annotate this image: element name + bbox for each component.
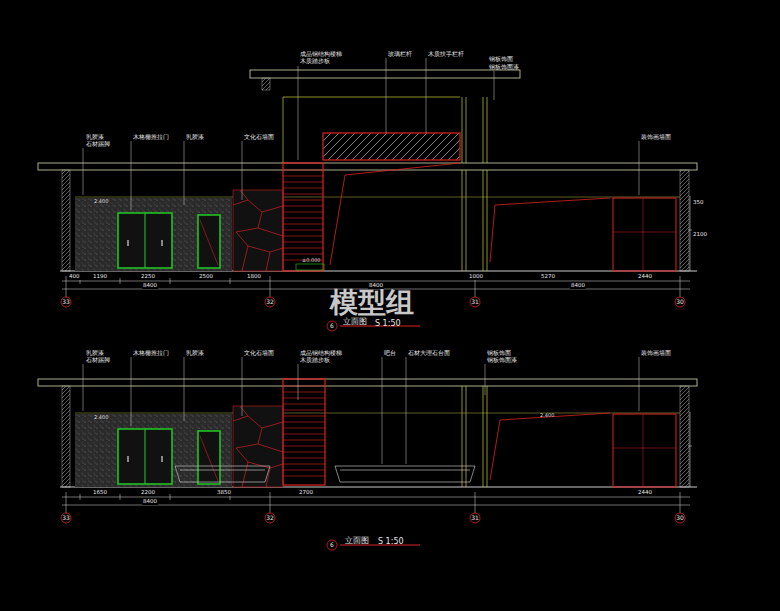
axis-number: 6	[330, 542, 334, 548]
note-label: 钢板饰面	[489, 56, 513, 62]
note-label: 乳胶漆	[86, 350, 104, 356]
dimension-text: 1800	[246, 274, 262, 280]
note-label: 石材大理石台面	[408, 350, 450, 356]
dimension-text: 8400	[570, 283, 586, 289]
note-label: 装饰画墙面	[641, 350, 671, 356]
dimension-text: 8400	[368, 283, 384, 289]
note-label: 木质扶手栏杆	[428, 51, 464, 57]
dimension-text: 8400	[142, 283, 158, 289]
note-label: 成品钢结构楼梯	[300, 350, 342, 356]
axis-number: 32	[266, 299, 274, 305]
dimension-text: 2440	[637, 274, 653, 280]
note-label: 木质踏步板	[300, 58, 330, 64]
dimension-text: 1190	[92, 274, 108, 280]
caption-text: 立面图	[343, 318, 367, 326]
axis-number: 33	[62, 515, 70, 521]
note-label: 乳胶漆	[186, 350, 204, 356]
note-label: 乳胶漆	[186, 134, 204, 140]
dimension-text: 2440	[637, 490, 653, 496]
note-label: 钢板饰面	[487, 350, 511, 356]
caption-text: S 1:50	[375, 320, 401, 328]
axis-number: 33	[62, 299, 70, 305]
dimension-text: 1000	[468, 274, 484, 280]
note-label: 木质踏步板	[300, 357, 330, 363]
dimension-text: 3850	[216, 490, 232, 496]
level-mark: 2.400	[94, 415, 108, 420]
note-label: 乳胶漆	[86, 134, 104, 140]
note-label: 钢板饰面漆	[487, 357, 517, 363]
dimension-text: 2250	[140, 274, 156, 280]
dimension-text: 1650	[92, 490, 108, 496]
note-label: 钢板饰面漆	[489, 64, 519, 70]
note-label: 玻璃栏杆	[388, 51, 412, 57]
level-mark: ±0.000	[302, 258, 321, 263]
axis-number: 30	[676, 515, 684, 521]
axis-number: 6	[330, 323, 334, 329]
axis-number: 31	[471, 299, 479, 305]
dimension-text: 400	[68, 274, 81, 280]
note-label: 吧台	[384, 350, 396, 356]
dimension-text: 5270	[540, 274, 556, 280]
caption-text: S 1:50	[378, 538, 404, 546]
dimension-text: 2100	[692, 232, 708, 238]
dimension-text: 2200	[140, 490, 156, 496]
dimension-text: 350	[692, 200, 705, 206]
level-mark: 2.400	[94, 199, 108, 204]
axis-number: 31	[471, 515, 479, 521]
note-label: 木格栅推拉门	[133, 134, 169, 140]
axis-number: 32	[266, 515, 274, 521]
note-label: 石材踢脚	[86, 141, 110, 147]
note-label: 石材踢脚	[86, 357, 110, 363]
note-label: 文化石墙面	[244, 350, 274, 356]
dimension-text: 8400	[142, 499, 158, 505]
note-label: 文化石墙面	[244, 134, 274, 140]
note-label: 成品钢结构楼梯	[300, 51, 342, 57]
watermark: 模型组	[330, 289, 414, 317]
level-mark: 2.400	[540, 413, 554, 418]
caption-text: 立面图	[345, 537, 369, 545]
note-label: 木格栅推拉门	[133, 350, 169, 356]
dimension-text: 2500	[198, 274, 214, 280]
note-label: 装饰画墙面	[641, 134, 671, 140]
axis-number: 30	[676, 299, 684, 305]
dimension-text: 2700	[298, 490, 314, 496]
